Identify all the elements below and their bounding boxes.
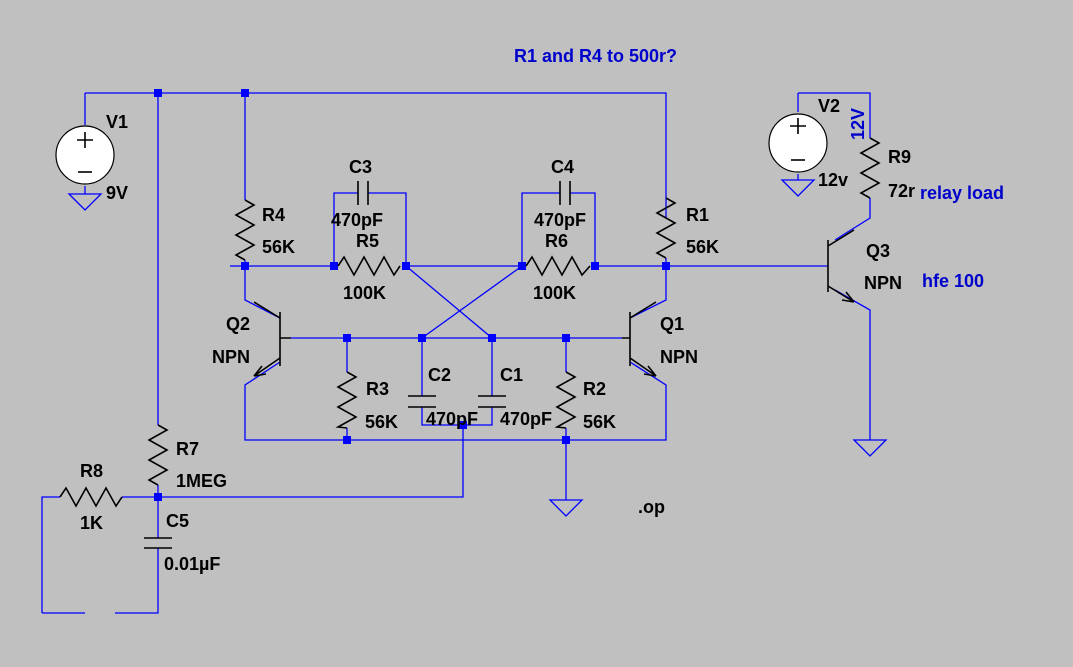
c3-value: 470pF — [331, 210, 383, 230]
r2-name: R2 — [583, 379, 606, 399]
q3-name: Q3 — [866, 241, 890, 261]
resistor-r1[interactable] — [655, 197, 677, 259]
resistor-r7[interactable] — [147, 424, 169, 486]
transistor-q2[interactable] — [253, 301, 291, 377]
c4-value: 470pF — [534, 210, 586, 230]
r5-name: R5 — [356, 231, 379, 251]
r4-value: 56K — [262, 237, 295, 257]
r2-value: 56K — [583, 412, 616, 432]
op-directive: .op — [638, 497, 665, 517]
resistor-r3[interactable] — [335, 371, 358, 429]
ground-q3-icon — [852, 439, 888, 457]
q2-name: Q2 — [226, 314, 250, 334]
v1-name: V1 — [106, 112, 128, 132]
v1-value: 9V — [106, 183, 128, 203]
c1-name: C1 — [500, 365, 523, 385]
r7-name: R7 — [176, 439, 199, 459]
voltage-source-v2[interactable] — [768, 113, 828, 173]
c4-name: C4 — [551, 157, 574, 177]
resistor-r6[interactable] — [525, 255, 591, 277]
c2-name: C2 — [428, 365, 451, 385]
c3-name: C3 — [349, 157, 372, 177]
q1-name: Q1 — [660, 314, 684, 334]
r6-value: 100K — [533, 283, 576, 303]
main-note: R1 and R4 to 500r? — [514, 46, 677, 66]
capacitor-c5[interactable] — [144, 537, 172, 549]
q3-type: NPN — [864, 273, 902, 293]
relay-load-note: relay load — [920, 183, 1004, 203]
r4-name: R4 — [262, 205, 285, 225]
junctions — [154, 89, 670, 501]
voltage-source-v1[interactable] — [55, 125, 115, 185]
wires — [41, 92, 871, 614]
v2-rotated-value: 12V — [848, 108, 868, 140]
r9-name: R9 — [888, 147, 911, 167]
r6-name: R6 — [545, 231, 568, 251]
r1-name: R1 — [686, 205, 709, 225]
resistor-r5[interactable] — [337, 255, 401, 277]
r9-value: 72r — [888, 181, 915, 201]
q1-type: NPN — [660, 347, 698, 367]
ground-v2-icon — [780, 179, 816, 197]
ground-v1-icon — [67, 193, 103, 211]
q2-type: NPN — [212, 347, 250, 367]
ground-main-icon — [548, 499, 584, 517]
r1-value: 56K — [686, 237, 719, 257]
c2-value: 470pF — [426, 409, 478, 429]
resistor-r4[interactable] — [234, 199, 256, 261]
r3-value: 56K — [365, 412, 398, 432]
r3-name: R3 — [366, 379, 389, 399]
capacitor-c2[interactable] — [408, 395, 436, 408]
c5-value: 0.01µF — [164, 554, 220, 574]
r8-name: R8 — [80, 461, 103, 481]
r7-value: 1MEG — [176, 471, 227, 491]
resistor-r9[interactable] — [859, 137, 881, 199]
resistor-r8[interactable] — [59, 486, 123, 508]
r8-value: 1K — [80, 513, 103, 533]
capacitor-c4[interactable] — [559, 181, 571, 205]
r5-value: 100K — [343, 283, 386, 303]
resistor-r2[interactable] — [554, 371, 577, 429]
c5-name: C5 — [166, 511, 189, 531]
capacitor-c3[interactable] — [357, 181, 369, 205]
c1-value: 470pF — [500, 409, 552, 429]
hfe-note: hfe 100 — [922, 271, 984, 291]
transistor-q3[interactable] — [827, 229, 855, 303]
v2-value: 12v — [818, 170, 848, 190]
v2-name: V2 — [818, 96, 840, 116]
transistor-q1[interactable] — [622, 301, 657, 377]
capacitor-c1[interactable] — [478, 395, 506, 408]
